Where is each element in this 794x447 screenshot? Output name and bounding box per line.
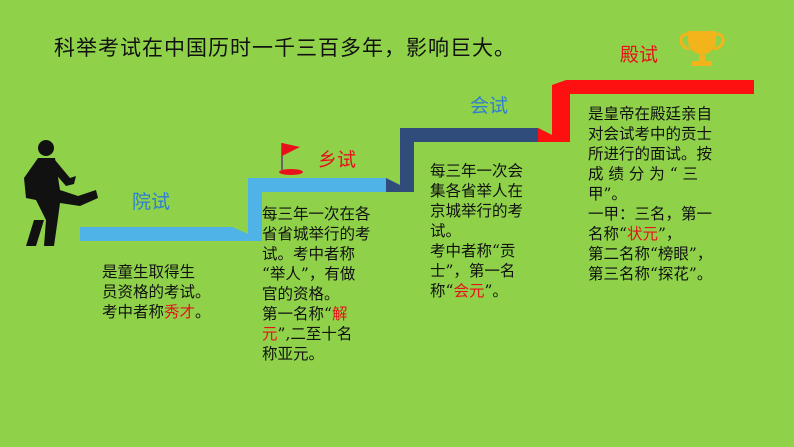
- text-line: 甲”。: [588, 185, 627, 203]
- text-line: 第三名称“探花”。: [588, 265, 713, 283]
- step-xiangshi: [232, 178, 400, 241]
- stage-label-yuanshi: 院试: [132, 191, 171, 213]
- highlight-huiyuan: 会元: [453, 282, 485, 300]
- text-line: 官的资格。: [262, 285, 340, 303]
- text-line: 考中者称“贡: [430, 242, 516, 260]
- text-line: 京城举行的考: [430, 202, 524, 220]
- step-huishi: [386, 128, 552, 192]
- text-line: 成 绩 分 为 “ 三: [588, 165, 699, 183]
- text-segment: ”,二至十名: [277, 325, 353, 343]
- text-line: 考中者称秀才。: [102, 302, 211, 322]
- page-title: 科举考试在中国历时一千三百多年，影响巨大。: [54, 36, 516, 60]
- step-dianshi: [538, 80, 754, 142]
- text-line: 所进行的面试。按: [588, 145, 713, 163]
- highlight-jieyuan-1: 解: [331, 305, 348, 323]
- text-line: 每三年一次在各: [262, 205, 371, 223]
- dianshi-description: 是皇帝在殿廷亲自 对会试考中的贡士 所进行的面试。按 成 绩 分 为 “ 三 甲…: [588, 104, 712, 284]
- stage-label-huishi: 会试: [470, 95, 509, 117]
- text-segment: ”。: [484, 282, 508, 300]
- step-yuanshi: [80, 227, 248, 241]
- stage-label-xiangshi: 乡试: [318, 149, 357, 171]
- red-flag-icon: [279, 143, 303, 175]
- text-segment: 名称“: [588, 225, 627, 243]
- text-line: 称“会元”。: [430, 281, 523, 301]
- text-segment: ”，: [657, 225, 682, 243]
- text-line: 第一名称“解: [262, 304, 371, 324]
- text-line: 士”，第一名: [430, 262, 516, 280]
- text-line: 试。: [430, 222, 462, 240]
- walking-man-icon: [24, 140, 98, 246]
- text-line: 每三年一次会: [430, 162, 524, 180]
- text-line: 称亚元。: [262, 345, 325, 363]
- text-line: 省省城举行的考: [262, 225, 371, 243]
- stage-label-dianshi: 殿试: [620, 44, 659, 66]
- text-segment: 考中者称: [102, 303, 165, 321]
- text-line: 是童生取得生: [102, 263, 196, 281]
- highlight-zhuangyuan: 状元: [626, 225, 658, 243]
- text-segment: 称“: [430, 282, 454, 300]
- trophy-icon: [679, 31, 725, 66]
- text-line: 是皇帝在殿廷亲自: [588, 105, 713, 123]
- text-line: 一甲：三名，第一: [588, 205, 713, 223]
- text-line: 第二名称“榜眼”，: [588, 245, 713, 263]
- highlight-xiucai: 秀才: [164, 303, 196, 321]
- xiangshi-description: 每三年一次在各 省省城举行的考 试。考中者称 “举人”，有做 官的资格。 第一名…: [262, 204, 371, 364]
- text-segment: 第一名称“: [262, 305, 332, 323]
- text-line: 名称“状元”，: [588, 224, 712, 244]
- text-line: 试。考中者称: [262, 245, 356, 263]
- text-line: “举人”，有做: [262, 265, 356, 283]
- text-line: 集各省举人在: [430, 182, 524, 200]
- highlight-jieyuan-2: 元: [262, 325, 278, 343]
- text-segment: 。: [195, 303, 211, 321]
- text-line: 员资格的考试。: [102, 283, 211, 301]
- huishi-description: 每三年一次会 集各省举人在 京城举行的考 试。 考中者称“贡 士”，第一名 称“…: [430, 161, 523, 301]
- yuanshi-description: 是童生取得生 员资格的考试。 考中者称秀才。: [102, 262, 211, 322]
- text-line: 元”,二至十名: [262, 324, 371, 344]
- text-line: 对会试考中的贡士: [588, 125, 713, 143]
